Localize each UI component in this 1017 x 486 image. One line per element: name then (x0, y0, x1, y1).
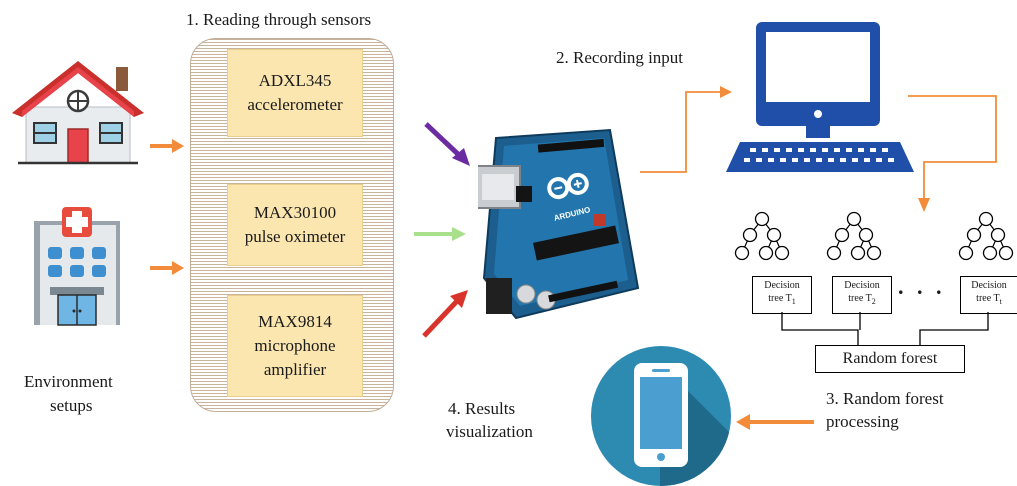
step-4-label-line2: visualization (446, 422, 533, 441)
decision-tree-box-1: Decision tree T1 (752, 276, 812, 314)
sensor-panel: ADXL345 accelerometer MAX30100 pulse oxi… (190, 38, 394, 412)
tree-ellipsis: . . . (898, 274, 946, 299)
step-4-label-line1: 4. Results (448, 399, 516, 418)
sensor-type-cont: amplifier (263, 360, 327, 379)
sensor-type: pulse oximeter (244, 227, 346, 246)
decision-trees-graphic (734, 211, 1014, 261)
tree-1-graphic (734, 211, 790, 261)
smartphone-icon (591, 346, 731, 486)
tree-2-graphic (826, 211, 882, 261)
sensor-box-adxl345: ADXL345 accelerometer (227, 49, 363, 137)
arrow-house-to-sensors (150, 139, 184, 153)
step-3-label-line1: 3. Random forest (826, 389, 944, 408)
random-forest-box: Random forest (815, 345, 965, 373)
sensor-name: ADXL345 (258, 71, 332, 90)
sensor-name: MAX9814 (258, 312, 332, 331)
arrow-computer-to-forest (908, 95, 997, 212)
decision-tree-box-t: Decision tree Tt (960, 276, 1017, 314)
house-icon (12, 61, 144, 165)
step-2-label: 2. Recording input (556, 48, 684, 67)
sensor-box-max30100: MAX30100 pulse oximeter (227, 184, 363, 266)
sensor-type: accelerometer (247, 95, 343, 114)
hospital-icon (34, 207, 120, 326)
environment-label-line2: setups (50, 396, 93, 415)
arduino-board-icon: ARDUINO (478, 128, 640, 320)
decision-tree-box-2: Decision tree T2 (832, 276, 892, 314)
sensor-name: MAX30100 (253, 203, 337, 222)
step-1-label: 1. Reading through sensors (186, 10, 372, 29)
arrow-forest-to-phone (736, 414, 814, 430)
step-3-label-line2: processing (826, 412, 899, 431)
arrow-sensors-to-arduino (414, 122, 470, 338)
environment-label-line1: Environment (24, 372, 113, 391)
sensor-box-max9814: MAX9814 microphone amplifier (227, 295, 363, 397)
arrow-hospital-to-sensors (150, 261, 184, 275)
forest-connectors (781, 312, 989, 346)
arrow-arduino-to-computer (640, 86, 732, 173)
sensor-type: microphone (254, 336, 336, 355)
tree-t-graphic (958, 211, 1014, 261)
computer-icon (726, 22, 914, 172)
